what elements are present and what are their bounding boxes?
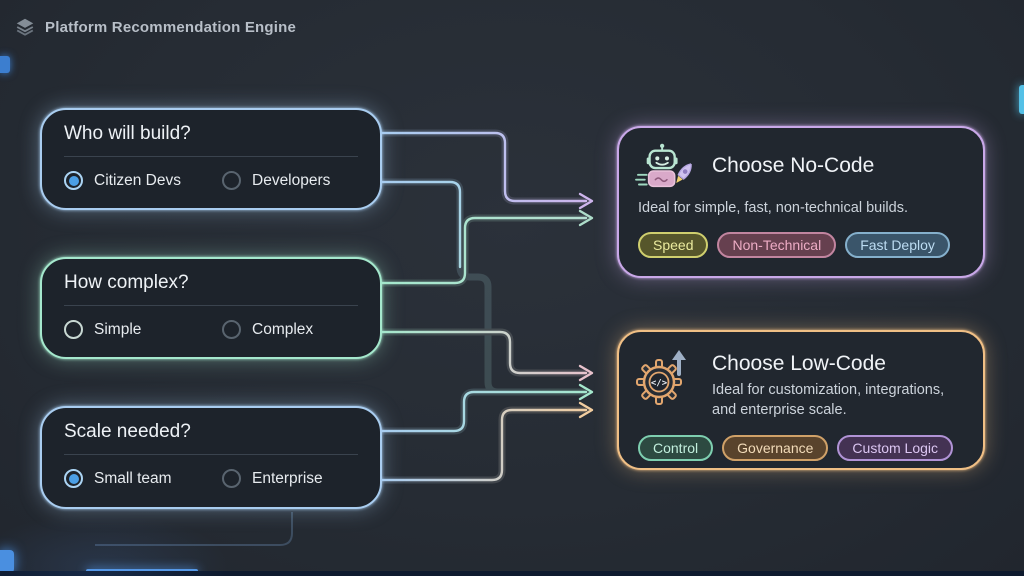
question-card-scale-needed: Scale needed? Small team Enterprise xyxy=(40,406,382,509)
radio-icon[interactable] xyxy=(64,320,83,339)
badge-fast-deploy: Fast Deploy xyxy=(845,232,950,258)
outcome-title: Choose No-Code xyxy=(712,154,875,177)
radio-icon[interactable] xyxy=(222,469,241,488)
question-title: Who will build? xyxy=(64,123,191,144)
edge-complex-to-lowcode xyxy=(380,330,588,375)
badge-row: Control Governance Custom Logic xyxy=(638,435,954,461)
badge-speed: Speed xyxy=(638,232,709,258)
edge-artifact xyxy=(0,550,14,573)
radio-icon[interactable] xyxy=(64,171,83,190)
decorative-wire xyxy=(95,512,293,546)
divider xyxy=(64,156,358,157)
divider xyxy=(64,305,358,306)
edge-complex-to-nocode xyxy=(380,216,588,285)
arrow-icon xyxy=(578,192,594,210)
edge-artifact xyxy=(1019,85,1024,114)
outcome-title: Choose Low-Code xyxy=(712,352,886,375)
bottom-strip xyxy=(0,571,1024,576)
radio-label: Citizen Devs xyxy=(94,171,181,189)
edge-scale-to-lowcode-b xyxy=(380,408,588,482)
radio-label: Small team xyxy=(94,469,172,487)
outcome-card-no-code: Choose No-Code Ideal for simple, fast, n… xyxy=(617,126,985,278)
radio-icon[interactable] xyxy=(222,320,241,339)
arrowheads xyxy=(578,192,594,419)
question-title: Scale needed? xyxy=(64,421,191,442)
outcome-card-low-code: </> Choose Low-Code Ideal for customizat… xyxy=(617,330,985,470)
edge-who-to-nocode xyxy=(380,131,588,203)
arrow-icon xyxy=(578,383,594,401)
radio-option-complex[interactable]: Complex xyxy=(222,320,380,339)
radio-option-enterprise[interactable]: Enterprise xyxy=(222,469,380,488)
page-title: Platform Recommendation Engine xyxy=(45,18,297,36)
badge-non-technical: Non-Technical xyxy=(717,232,837,258)
divider xyxy=(64,454,358,455)
radio-icon[interactable] xyxy=(64,469,83,488)
robot-rocket-icon xyxy=(635,143,692,188)
radio-label: Enterprise xyxy=(252,469,323,487)
edge-artifact xyxy=(86,569,198,573)
radio-option-citizen-devs[interactable]: Citizen Devs xyxy=(64,171,222,190)
wire-glow xyxy=(378,129,590,484)
radio-option-simple[interactable]: Simple xyxy=(64,320,222,339)
radio-option-small-team[interactable]: Small team xyxy=(64,469,222,488)
badge-control: Control xyxy=(638,435,714,461)
radio-label: Simple xyxy=(94,320,142,338)
outcome-description: Ideal for simple, fast, non-technical bu… xyxy=(638,200,908,216)
question-card-how-complex: How complex? Simple Complex xyxy=(40,257,382,359)
edge-artifact xyxy=(0,56,10,73)
radio-icon[interactable] xyxy=(222,171,241,190)
arrow-icon xyxy=(578,209,594,227)
radio-label: Complex xyxy=(252,320,314,338)
wire-lines xyxy=(380,131,588,482)
question-title: How complex? xyxy=(64,272,189,293)
gear-code-icon: </> xyxy=(636,350,686,405)
edge-who-to-lowcode xyxy=(380,180,462,269)
app-header: Platform Recommendation Engine xyxy=(14,16,296,38)
outcome-description: Ideal for customization, integrations, a… xyxy=(712,382,945,418)
arrow-icon xyxy=(578,364,594,382)
svg-text:</>: </> xyxy=(651,379,668,389)
badge-governance: Governance xyxy=(722,435,829,461)
layers-icon xyxy=(16,18,34,36)
radio-option-developers[interactable]: Developers xyxy=(222,171,380,190)
badge-custom-logic: Custom Logic xyxy=(837,435,954,461)
edge-scale-to-lowcode-a xyxy=(380,390,588,433)
arrow-icon xyxy=(578,401,594,419)
badge-row: Speed Non-Technical Fast Deploy xyxy=(638,232,950,258)
radio-label: Developers xyxy=(252,171,331,189)
question-card-who-will-build: Who will build? Citizen Devs Developers xyxy=(40,108,382,210)
